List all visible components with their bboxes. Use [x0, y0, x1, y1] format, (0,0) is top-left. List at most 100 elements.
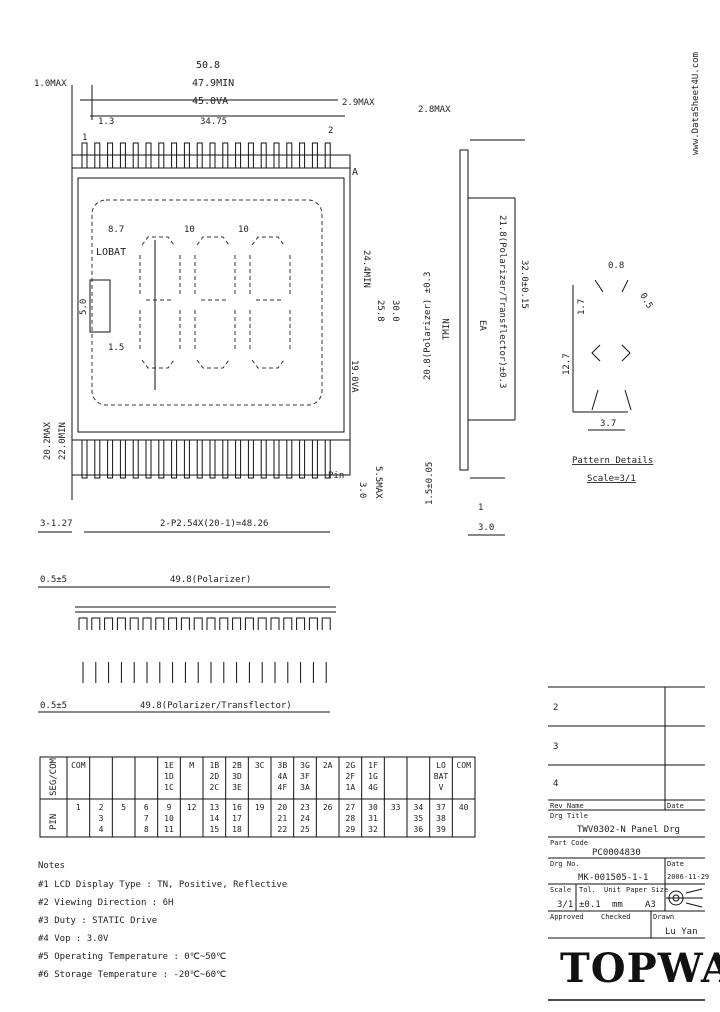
note-item: #4 Vop : 3.0V — [38, 934, 109, 944]
pattern-scale: Scale=3/1 — [587, 474, 636, 484]
pin — [145, 439, 152, 479]
dim-digit-h: 5.0 — [79, 299, 89, 315]
pin-len: 3.0 — [357, 482, 367, 498]
dim-digit-pitch-2: 10 — [238, 225, 249, 235]
pin — [286, 439, 293, 479]
table-cell-seg: COM — [456, 761, 471, 770]
date-label: Date — [667, 802, 684, 810]
pin — [219, 617, 229, 630]
drawing-date: 2006-11-29 — [667, 873, 709, 881]
title-block: 2 3 4 Rev Name Date Drg Title TWV0302-N … — [548, 686, 720, 1001]
polarizer-bottom: 49.8(Polarizer/Transflector) — [140, 701, 292, 711]
date-label-2: Date — [667, 860, 684, 868]
pin — [324, 439, 331, 479]
table-cell-pin: 19 — [255, 803, 265, 812]
watermark: www.DataSheet4U.com — [691, 52, 701, 155]
table-cell-pin: 26 — [323, 803, 333, 812]
pin — [260, 142, 267, 169]
pin — [209, 439, 216, 479]
table-cell-pin: 12 — [187, 803, 197, 812]
table-cell-seg: 3C — [255, 761, 265, 770]
pin — [196, 439, 203, 479]
rev-row: 3 — [553, 742, 558, 752]
pin-len-max: 5.5MAX — [373, 466, 383, 499]
pin-bottom-label: Pin — [328, 471, 344, 481]
detail-mark: A — [352, 167, 358, 178]
drawn-value: Lu Yan — [665, 927, 698, 937]
pin — [308, 617, 318, 630]
rev-row: 2 — [553, 703, 558, 713]
pin — [193, 617, 203, 630]
drg-title: TWV0302-N Panel Drg — [577, 825, 680, 835]
side-glass-label: 20.8(Polarizer) ±0.3 — [423, 272, 433, 380]
pin — [247, 439, 254, 479]
checked-label: Checked — [601, 913, 631, 921]
digit-1 — [139, 236, 181, 369]
pin — [209, 142, 216, 169]
pattern-dim-h: 12.7 — [562, 353, 572, 375]
tol-bottom: 0.5±5 — [40, 701, 67, 711]
pin — [116, 617, 126, 630]
tol-label: Tol. — [579, 886, 596, 894]
dim-pin-offset: 1.3 — [98, 117, 114, 127]
pattern-title: Pattern Details — [572, 456, 653, 466]
pattern-dim-angle: 0.8 — [608, 261, 624, 271]
dim-pin-end: 2 — [328, 126, 333, 136]
height-left-2: 22.0MIN — [58, 422, 68, 460]
pin — [119, 439, 126, 479]
dim-va: 45.0VA — [192, 96, 228, 107]
table-cell-seg: M — [189, 761, 194, 770]
side-dim-top: 2.8MAX — [418, 105, 451, 115]
table-cell-pin: 40 — [459, 803, 469, 812]
side-view: 2.8MAX 20.8(Polarizer) ±0.3 TMIN EA 21.8… — [418, 105, 529, 536]
pin — [244, 617, 254, 630]
pin — [321, 617, 331, 630]
pin — [296, 617, 306, 630]
rev-row: 4 — [553, 779, 558, 789]
pin — [119, 142, 126, 169]
pin — [232, 617, 242, 630]
pin — [299, 142, 306, 169]
pin — [104, 617, 114, 630]
unit-value: mm — [612, 900, 623, 910]
side-edge-label: EA — [477, 320, 487, 331]
dim-overall: 50.8 — [196, 60, 220, 71]
notes: Notes #1 LCD Display Type : TN, Positive… — [38, 861, 287, 980]
paper-label: Paper Size — [626, 886, 668, 894]
pin — [132, 439, 139, 479]
pin — [155, 617, 165, 630]
note-item: #3 Duty : STATIC Drive — [38, 916, 157, 926]
top-pins — [81, 142, 331, 169]
pattern-dim-w: 3.7 — [600, 419, 616, 429]
dim-digit-pitch-1: 10 — [184, 225, 195, 235]
pin — [299, 439, 306, 479]
pin — [247, 142, 254, 169]
paper-value: A3 — [645, 900, 656, 910]
pin — [91, 617, 101, 630]
height-left-1: 20.2MAX — [43, 421, 53, 460]
height-right-2: 24.4MIN — [361, 250, 371, 288]
table-cell-pin: 1 — [76, 803, 81, 812]
side-glass-min: TMIN — [442, 318, 452, 340]
pin — [107, 142, 114, 169]
pin — [324, 142, 331, 169]
drg-no-label: Drg No. — [550, 860, 580, 868]
bottom-view: 0.5±5 49.8(Polarizer) 0.5±5 49.8(Polariz… — [38, 575, 336, 713]
digit-segments — [139, 236, 291, 369]
projection-symbol-icon — [666, 888, 703, 908]
pin — [81, 439, 88, 479]
dim-min: 47.9MIN — [192, 78, 234, 89]
pin1-label: 1 — [82, 133, 87, 143]
